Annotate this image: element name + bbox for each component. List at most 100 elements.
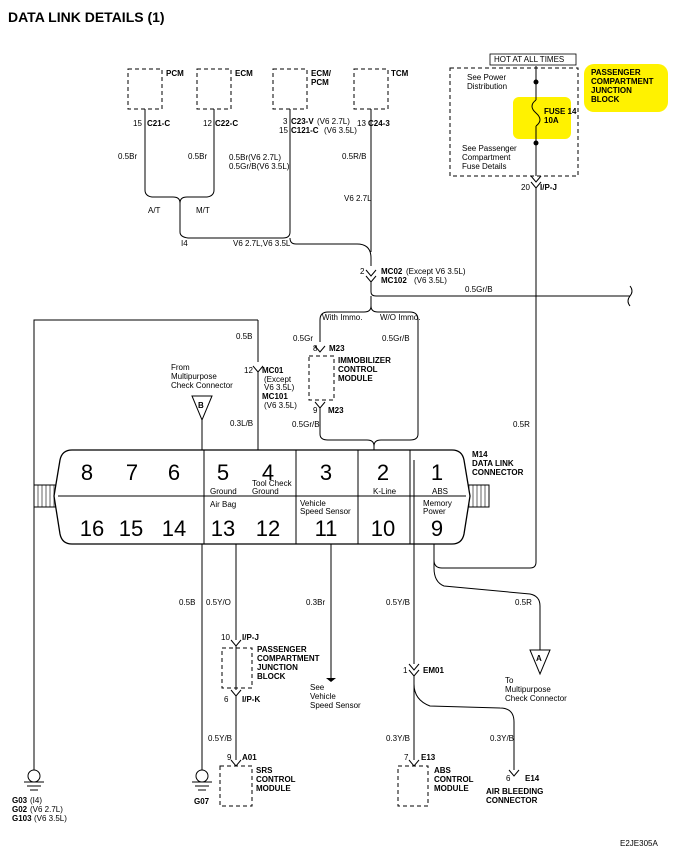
- diagram-label: 0.5Br: [188, 152, 207, 161]
- diagram-label: IMMOBILIZER: [338, 356, 391, 365]
- diagram-label: DATA LINK: [472, 459, 514, 468]
- diagram-label: CONNECTOR: [486, 796, 538, 805]
- diagram-label: CONTROL: [338, 365, 378, 374]
- diagram-label: 0.3Y/B: [490, 734, 514, 743]
- diagram-label: Power: [423, 507, 446, 516]
- diagram-label: CONTROL: [434, 775, 474, 784]
- pin-11: 11: [315, 516, 338, 541]
- diagram-label: 1: [403, 666, 408, 675]
- diagram-label: COMPARTMENT: [257, 654, 320, 663]
- diagram-label: 0.5Br: [118, 152, 137, 161]
- pin-4: 4: [262, 460, 274, 485]
- diagram-label: M23: [329, 344, 345, 353]
- diagram-label: To: [505, 676, 514, 685]
- diagram-label: 12: [244, 366, 253, 375]
- diagram-label: M14: [472, 450, 488, 459]
- diagram-label: 0.5Gr: [293, 334, 313, 343]
- diagram-label: MC01: [262, 366, 284, 375]
- diagram-label: Memory: [423, 499, 452, 508]
- figure-code: E2JE305A: [620, 839, 658, 848]
- pin-2: 2: [377, 460, 389, 485]
- diagram-label: With Immo.: [322, 313, 362, 322]
- ground-g03: G03 (I4) G02 (V6 2.7L) G103 (V6 3.5L): [12, 769, 67, 823]
- diagram-label: (V6 3.5L): [34, 814, 67, 823]
- diagram-label: 10A: [544, 116, 559, 125]
- diagram-label: CONNECTOR: [472, 468, 524, 477]
- diagram-label: ABS: [434, 766, 452, 775]
- diagram-label: A/T: [148, 206, 161, 215]
- diagram-label: 0.5Y/B: [208, 734, 232, 743]
- pin-3: 3: [320, 460, 332, 485]
- diagram-label: MC02: [381, 267, 403, 276]
- diagram-label: (V6 3.5L): [324, 126, 357, 135]
- diagram-label: I/P-K: [242, 695, 260, 704]
- diagram-label: See Power: [467, 73, 506, 82]
- diagram-label: 10: [221, 633, 230, 642]
- pin-6: 6: [168, 460, 180, 485]
- diagram-label: G02: [12, 805, 28, 814]
- diagram-label: 9: [227, 753, 232, 762]
- top-wires: A/T M/T V6 2.7L I4 V6 2.7L,V6 3.5L: [144, 109, 372, 266]
- from-check-connector: From Multipurpose Check Connector B: [171, 363, 233, 770]
- diagram-label: Tool Check: [252, 479, 293, 488]
- ecm-module: ECM 12 C22-C 0.5Br: [188, 68, 253, 161]
- diagram-label: I/P-J: [540, 183, 557, 192]
- diagram-label: 20: [521, 183, 530, 192]
- ecm-pcm-module: ECM/ PCM 3 15 C23-V (V6 2.7L) C121-C (V6…: [229, 68, 357, 171]
- diagram-label: 0.5Gr/B(V6 3.5L): [229, 162, 290, 171]
- diagram-label: K-Line: [373, 487, 397, 496]
- diagram-label: V6 2.7L: [344, 194, 372, 203]
- diagram-label: A: [536, 654, 542, 663]
- diagram-label: E14: [525, 774, 540, 783]
- diagram-label: C24-3: [368, 119, 390, 128]
- diagram-label: 2: [360, 267, 365, 276]
- diagram-label: C121-C: [291, 126, 319, 135]
- mc02-connector: 2 MC02 (Except V6 3.5L) MC102 (V6 3.5L) …: [360, 267, 633, 307]
- diagram-label: 0.5B: [179, 598, 195, 607]
- diagram-label: 0.3Br: [306, 598, 325, 607]
- diagram-label: Multipurpose: [171, 372, 217, 381]
- diagram-label: ECM: [235, 69, 253, 78]
- diagram-label: C23-V: [291, 117, 314, 126]
- hot-box: HOT AT ALL TIMES See Power Distribution …: [433, 53, 668, 569]
- pin-10: 10: [371, 516, 395, 541]
- pin-16: 16: [80, 516, 104, 541]
- diagram-label: M23: [328, 406, 344, 415]
- diagram-label: PASSENGER: [591, 68, 641, 77]
- diagram-label: 0.5R: [513, 420, 530, 429]
- diagram-label: PCM: [166, 69, 184, 78]
- diagram-label: 0.3Y/B: [386, 734, 410, 743]
- diagram-label: 3: [283, 117, 288, 126]
- diagram-label: FUSE 14: [544, 107, 577, 116]
- diagram-label: 0.5R/B: [342, 152, 366, 161]
- diagram-label: 0.5Gr/B: [292, 420, 320, 429]
- diagram-label: I4: [181, 239, 188, 248]
- diagram-label: 13: [357, 119, 366, 128]
- diagram-label: Fuse Details: [462, 162, 506, 171]
- diagram-label: 15: [133, 119, 142, 128]
- immo-split: With Immo. W/O Immo. 0.5Gr 0.5Gr/B 8 M23…: [292, 296, 420, 456]
- diagram-label: JUNCTION: [257, 663, 298, 672]
- diagram-label: 0.5R: [515, 598, 532, 607]
- pin-9: 9: [431, 516, 443, 541]
- mc01-connector: 0.5B 12 MC01 (Except V6 3.5L) MC101 (V6 …: [33, 319, 297, 770]
- diagram-label: (Except: [264, 375, 292, 384]
- diagram-label: SRS: [256, 766, 273, 775]
- diagram-label: 0.5Y/O: [206, 598, 231, 607]
- diagram-label: (I4): [30, 796, 42, 805]
- diagram-label: Vehicle: [310, 692, 336, 701]
- pcm-module: PCM 15 C21-C 0.5Br: [118, 68, 184, 161]
- diagram-label: COMPARTMENT: [591, 77, 654, 86]
- diagram-label: 6: [506, 774, 511, 783]
- diagram-label: 0.5Gr/B: [465, 285, 493, 294]
- diagram-label: 9: [313, 406, 318, 415]
- diagram-label: From: [171, 363, 190, 372]
- pin-1: 1: [431, 460, 443, 485]
- diagram-label: Distribution: [467, 82, 507, 91]
- diagram-label: Check Connector: [171, 381, 233, 390]
- diagram-label: HOT AT ALL TIMES: [494, 55, 564, 64]
- diagram-label: BLOCK: [257, 672, 286, 681]
- diagram-label: PCM: [311, 78, 329, 87]
- diagram-label: (Except V6 3.5L): [406, 267, 466, 276]
